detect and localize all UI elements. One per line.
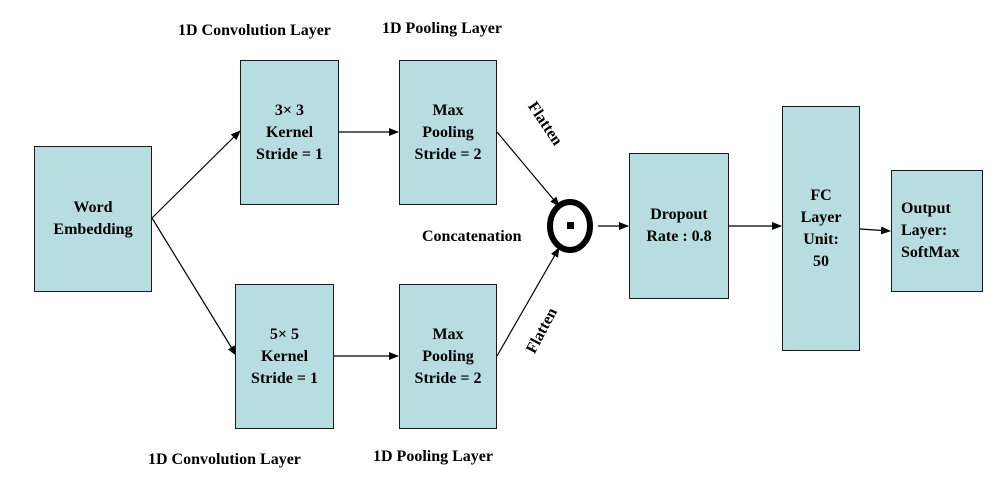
box-line: 50 — [813, 252, 829, 270]
box-line: Max — [432, 101, 464, 119]
max-pooling-top-box: Max Pooling Stride = 2 — [399, 60, 497, 205]
box-line: Kernel — [260, 347, 309, 365]
box-line: Output — [901, 200, 951, 217]
box-line: Kernel — [265, 123, 314, 141]
box-line: Word — [73, 199, 113, 216]
arrow-embedding-to-conv3 — [151, 130, 241, 219]
box-line: Stride = 1 — [251, 369, 318, 387]
concatenation-label: Concatenation — [422, 228, 522, 245]
box-line: Dropout — [650, 206, 708, 223]
arrow-fc-to-output — [859, 226, 891, 235]
fc-layer-box: FC Layer Unit: 50 — [782, 106, 860, 351]
arrow-pool-bottom-to-concat — [496, 247, 560, 357]
conv-top-label: 1D Convolution Layer — [178, 22, 331, 39]
box-line: Layer: — [901, 222, 948, 239]
box-line: Pooling — [422, 123, 474, 141]
box-line: Stride = 1 — [256, 145, 323, 163]
box-line: SoftMax — [901, 244, 960, 261]
circle-dot-icon — [547, 199, 593, 253]
conv-bottom-label: 1D Convolution Layer — [148, 451, 301, 468]
word-embedding-box: Word Embedding — [34, 146, 152, 292]
dropout-box: Dropout Rate : 0.8 — [629, 153, 729, 299]
pool-bottom-label: 1D Pooling Layer — [373, 448, 493, 465]
arrow-embedding-to-conv5 — [151, 217, 237, 356]
box-line: Pooling — [422, 347, 474, 365]
box-line: Rate : 0.8 — [646, 228, 712, 245]
box-line: Max — [432, 325, 464, 343]
box-line: 3× 3 — [274, 101, 305, 119]
conv3-kernel-box: 3× 3 Kernel Stride = 1 — [240, 60, 339, 205]
box-line: Layer — [800, 208, 842, 226]
box-line: Embedding — [53, 221, 133, 238]
max-pooling-bottom-box: Max Pooling Stride = 2 — [399, 284, 497, 429]
box-line: FC — [810, 186, 832, 204]
arrow-pool-top-to-concat — [496, 131, 560, 207]
box-line: 5× 5 — [269, 325, 300, 343]
box-line: Stride = 2 — [414, 145, 482, 163]
output-layer-box: Output Layer: SoftMax — [891, 170, 983, 292]
box-line: Unit: — [803, 230, 839, 248]
conv5-kernel-box: 5× 5 Kernel Stride = 1 — [235, 284, 334, 429]
box-line: Stride = 2 — [414, 369, 482, 387]
pool-top-label: 1D Pooling Layer — [382, 20, 502, 37]
